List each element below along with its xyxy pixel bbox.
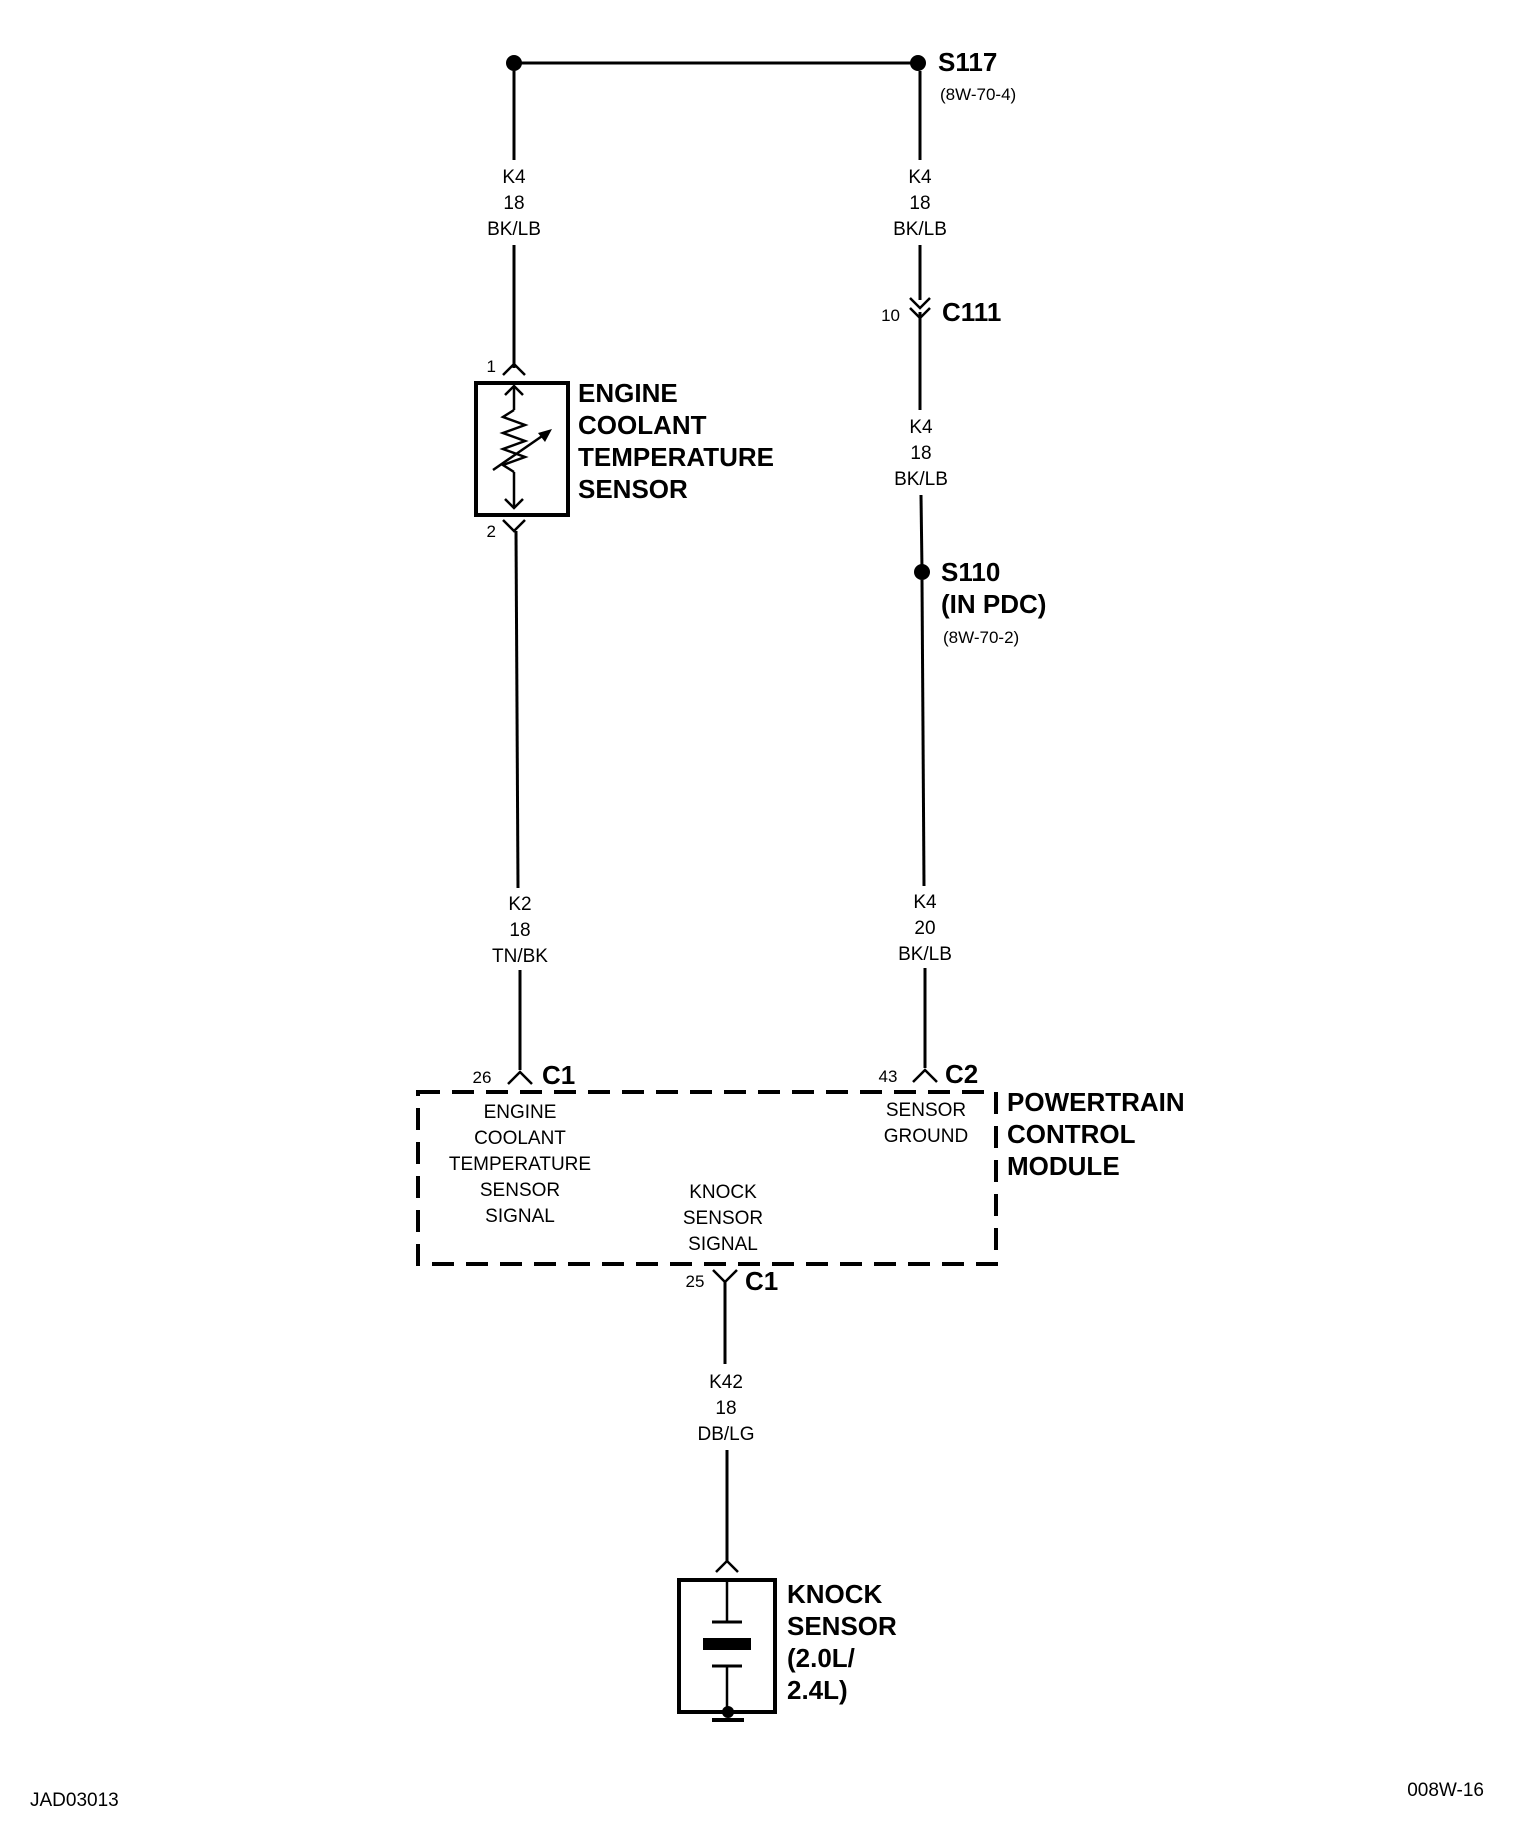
ect-sensor: 1 2 ENGINE COOLANT TEMPERATURE SENSOR: [474, 357, 774, 541]
pcm-c2-pin-43: 43: [879, 1067, 898, 1086]
wire-gauge: 20: [914, 918, 935, 939]
wire-circuit: K4: [908, 167, 932, 188]
pcm-ect-signal-2: COOLANT: [474, 1128, 566, 1149]
ect-pin-2: 2: [487, 522, 496, 541]
pcm-label-2: CONTROL: [1007, 1119, 1136, 1149]
knock-label-1: KNOCK: [787, 1579, 883, 1609]
pcm-label-3: MODULE: [1007, 1151, 1120, 1181]
pcm-ect-signal-3: TEMPERATURE: [449, 1154, 591, 1175]
wire-left-top: K4 18 BK/LB: [487, 71, 541, 368]
splice-dot-s117: [910, 55, 926, 71]
pcm-c1-pin-25: 25: [686, 1272, 705, 1291]
wire-right-top: K4 18 BK/LB: [893, 71, 947, 300]
pcm-c2-label: C2: [945, 1059, 978, 1089]
wire-color: TN/BK: [492, 946, 548, 967]
wire-right-mid: K4 18 BK/LB: [894, 312, 948, 571]
splice-dot-left: [506, 55, 522, 71]
connector-arrow: [502, 519, 526, 533]
connector-arrow: [502, 362, 526, 376]
s110-sub: (IN PDC): [941, 589, 1046, 619]
pcm-c1-top-label: C1: [542, 1060, 575, 1090]
splice-dot-s110: [914, 564, 930, 580]
s110-label: S110: [941, 557, 1000, 587]
pcm-sensor-ground-2: GROUND: [884, 1126, 968, 1147]
pcm-sensor-ground-1: SENSOR: [886, 1100, 966, 1121]
wire-color: BK/LB: [893, 219, 947, 240]
wire-knock: K42 18 DB/LG: [697, 1282, 755, 1562]
ect-label-3: TEMPERATURE: [578, 442, 774, 472]
pcm-dashed-box: [416, 1090, 998, 1266]
pcm-module: 26 C1 43 C2 ENGINE COOLANT TEMPERATURE S…: [416, 1059, 1185, 1296]
pcm-ect-signal-1: ENGINE: [484, 1102, 557, 1123]
pcm-knock-signal-2: SENSOR: [683, 1208, 763, 1229]
wire-circuit: K4: [913, 892, 937, 913]
pcm-knock-signal-3: SIGNAL: [688, 1234, 758, 1255]
wire-color: DB/LG: [697, 1424, 754, 1445]
wire-gauge: 18: [509, 920, 530, 941]
wire-gauge: 18: [909, 193, 930, 214]
wire-gauge: 18: [715, 1398, 736, 1419]
connector-arrow: [912, 1068, 938, 1083]
figure-id-left: JAD03013: [30, 1790, 119, 1811]
wire-left-bottom: K2 18 TN/BK: [492, 530, 548, 1070]
s110-ref: (8W-70-2): [943, 628, 1019, 647]
wire-color: BK/LB: [898, 944, 952, 965]
pcm-label-1: POWERTRAIN: [1007, 1087, 1185, 1117]
knock-sensor: KNOCK SENSOR (2.0L/ 2.4L): [677, 1559, 897, 1722]
pcm-ect-signal-5: SIGNAL: [485, 1206, 555, 1227]
knock-label-2: SENSOR: [787, 1611, 897, 1641]
connector-arrow: [715, 1559, 739, 1573]
ect-label-2: COOLANT: [578, 410, 707, 440]
wire-color: BK/LB: [894, 469, 948, 490]
s117-label: S117: [938, 47, 997, 77]
figure-id-right: 008W-16: [1407, 1780, 1484, 1801]
wire-circuit: K4: [909, 417, 933, 438]
pcm-ect-signal-4: SENSOR: [480, 1180, 560, 1201]
ect-pin-1: 1: [487, 357, 496, 376]
wire-right-bottom: K4 20 BK/LB: [898, 579, 952, 1068]
c111-pin: 10: [881, 306, 900, 325]
connector-c111: 10 C111: [881, 297, 1001, 327]
wire-circuit: K4: [502, 167, 526, 188]
thermistor-resistor: [499, 408, 529, 474]
connector-arrow: [712, 1269, 738, 1284]
piezo-element: [703, 1638, 751, 1650]
splice-s110: S110 (IN PDC) (8W-70-2): [914, 557, 1046, 647]
connector-arrow: [507, 1070, 533, 1085]
ect-label-4: SENSOR: [578, 474, 688, 504]
wire-circuit: K2: [508, 894, 531, 915]
s117-ref: (8W-70-4): [940, 85, 1016, 104]
knock-label-3: (2.0L/: [787, 1643, 855, 1673]
c111-label: C111: [942, 297, 1001, 327]
wire-circuit: K42: [709, 1372, 743, 1393]
pcm-c1-pin-26: 26: [473, 1068, 492, 1087]
wire-gauge: 18: [910, 443, 931, 464]
wire-gauge: 18: [503, 193, 524, 214]
pcm-c1-bottom-label: C1: [745, 1266, 778, 1296]
wire-color: BK/LB: [487, 219, 541, 240]
ect-sensor-box: [474, 381, 570, 517]
top-splice-bus: S117 (8W-70-4): [506, 47, 1016, 104]
pcm-knock-signal-1: KNOCK: [689, 1182, 757, 1203]
knock-label-4: 2.4L): [787, 1675, 848, 1705]
ect-label-1: ENGINE: [578, 378, 678, 408]
